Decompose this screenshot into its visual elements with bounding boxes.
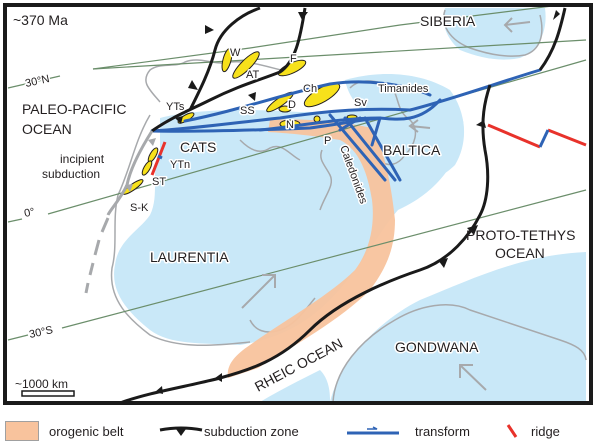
legend-label-subduction-zone: subduction zone [204,423,299,439]
proto-tethys-label-line1: PROTO-TETHYS [466,227,575,243]
latitude-30n-label: 30°N [24,73,51,90]
scale-bar [21,390,75,397]
proto-tethys-label-line2: OCEAN [495,245,545,261]
orogenic-belt-swatch [5,421,39,441]
transform-icon [347,426,399,435]
terrane-n-label: N [286,119,294,131]
gondwana-landmass [330,252,586,402]
gondwana-label: GONDWANA [395,339,479,355]
caledonides-orogen [227,119,395,379]
terrane-f-label: F [290,53,297,65]
latitude-0-label: 0° [23,206,36,220]
latitude-lines [7,4,587,341]
ridges [150,123,587,176]
legend-item-orogenic-belt: orogenic belt [5,416,123,446]
latitude-30s-label: 30°S [28,324,54,341]
age-label: ~370 Ma [13,12,68,28]
paleo-pacific-label-line2: OCEAN [22,121,72,137]
legend-item-transform: transform [345,416,470,446]
terrane-d-label: D [288,99,296,111]
continents [114,8,586,402]
terrane-ch-label: Ch [303,83,317,95]
timanides-label: Timanides [378,83,429,95]
cats-label: CATS [180,139,216,155]
gondwana-landmass-west [260,370,330,402]
terrane-sv-label: Sv [354,97,367,109]
laurentia-label: LAURENTIA [150,249,229,265]
ridge-icon [506,424,518,438]
terrane-ytn-label: YTn [170,159,190,171]
siberia-label: SIBERIA [420,13,476,29]
subduction-zone-icon [159,426,203,436]
incipient-label-line2: subduction [42,167,100,181]
subduction-teeth [155,10,560,394]
incipient-label-line1: incipient [60,152,105,166]
terrane-p-label: P [324,135,331,147]
incipient-teeth [125,138,156,192]
legend-label-transform: transform [415,423,470,439]
terrane-yts-label: YTs [166,101,185,113]
ridge-transform-offset [157,129,550,160]
legend: orogenic belt subduction zone transform … [0,416,600,446]
terrane-sk-label: S-K [130,202,149,214]
scale-label: ~1000 km [15,377,68,391]
terrane-w-label: W [230,47,241,59]
plate-motion-arrows [241,17,531,391]
transform-faults [150,68,542,182]
terrane-ss-label: SS [240,105,255,117]
legend-item-subduction-zone: subduction zone [158,416,299,446]
paleo-pacific-label-line1: PALEO-PACIFIC [22,101,127,117]
terrane-st-label: ST [152,176,166,188]
terrane-at-label: AT [246,69,260,81]
legend-label-orogenic-belt: orogenic belt [49,423,124,439]
baltica-landmass [345,74,465,181]
legend-label-ridge: ridge [531,423,560,439]
map-frame [3,3,593,405]
legend-item-ridge: ridge [505,416,560,446]
baltica-label: BALTICA [383,142,441,158]
